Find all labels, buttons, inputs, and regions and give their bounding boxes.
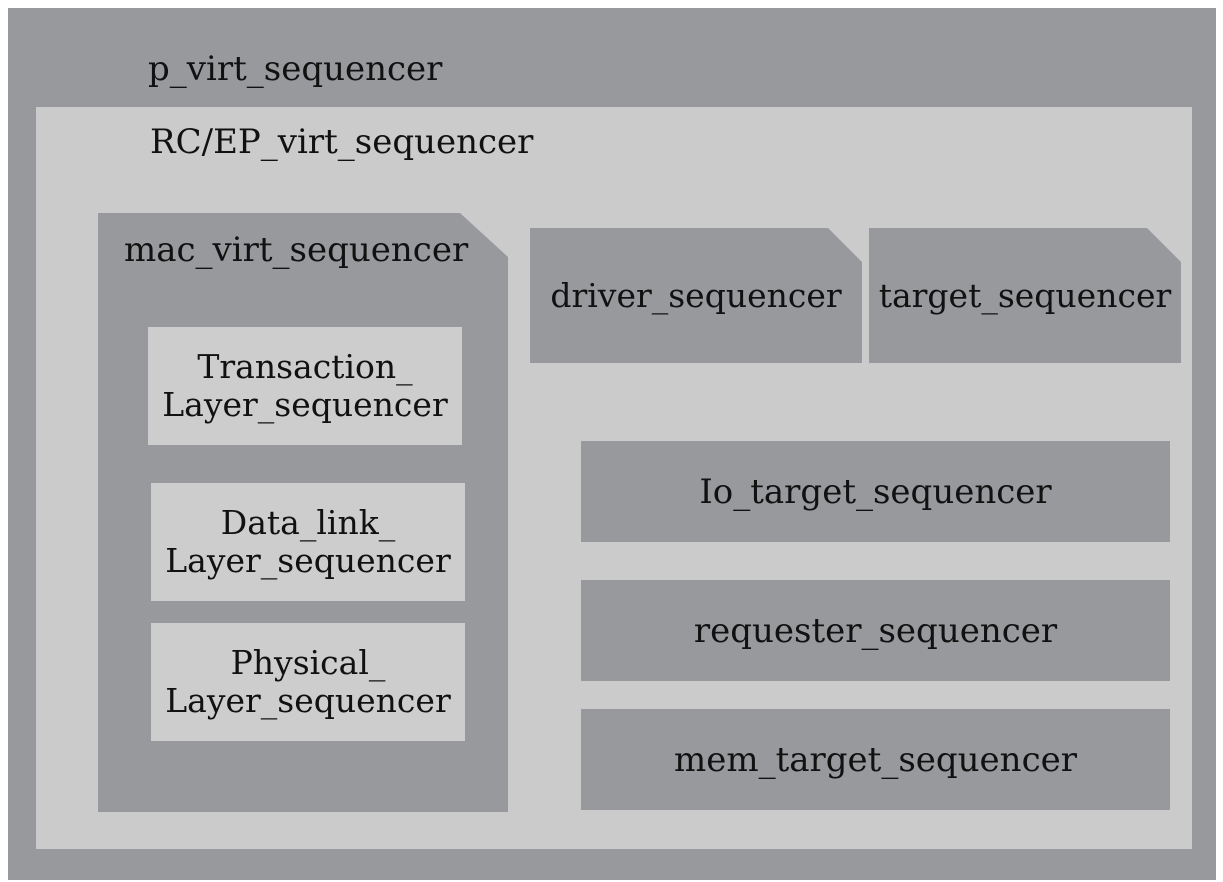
target-sequencer-box: target_sequencer xyxy=(869,228,1181,363)
mem-target-sequencer-box: mem_target_sequencer xyxy=(581,709,1170,810)
transaction-layer-sequencer: Transaction_ Layer_sequencer xyxy=(148,327,462,445)
physical-layer-line2: Layer_sequencer xyxy=(165,681,451,720)
data-link-layer-line1: Data_link_ xyxy=(220,503,396,542)
target-sequencer-label: target_sequencer xyxy=(878,276,1172,315)
physical-layer-line1: Physical_ xyxy=(230,643,386,682)
p-virt-sequencer-label: p_virt_sequencer xyxy=(148,49,443,89)
requester-sequencer-label: requester_sequencer xyxy=(693,610,1058,651)
physical-layer-sequencer: Physical_ Layer_sequencer xyxy=(151,623,465,741)
driver-sequencer-box: driver_sequencer xyxy=(530,228,862,363)
data-link-layer-line2: Layer_sequencer xyxy=(165,541,451,580)
io-target-sequencer-box: Io_target_sequencer xyxy=(581,441,1170,542)
mem-target-sequencer-label: mem_target_sequencer xyxy=(673,739,1077,780)
mac-virt-sequencer-label: mac_virt_sequencer xyxy=(124,230,469,270)
data-link-layer-sequencer: Data_link_ Layer_sequencer xyxy=(151,483,465,601)
io-target-sequencer-label: Io_target_sequencer xyxy=(699,471,1052,512)
rc-ep-virt-sequencer-label: RC/EP_virt_sequencer xyxy=(150,122,534,162)
requester-sequencer-box: requester_sequencer xyxy=(581,580,1170,681)
transaction-layer-line1: Transaction_ xyxy=(197,347,413,386)
driver-sequencer-label: driver_sequencer xyxy=(550,276,842,315)
transaction-layer-line2: Layer_sequencer xyxy=(162,385,448,424)
